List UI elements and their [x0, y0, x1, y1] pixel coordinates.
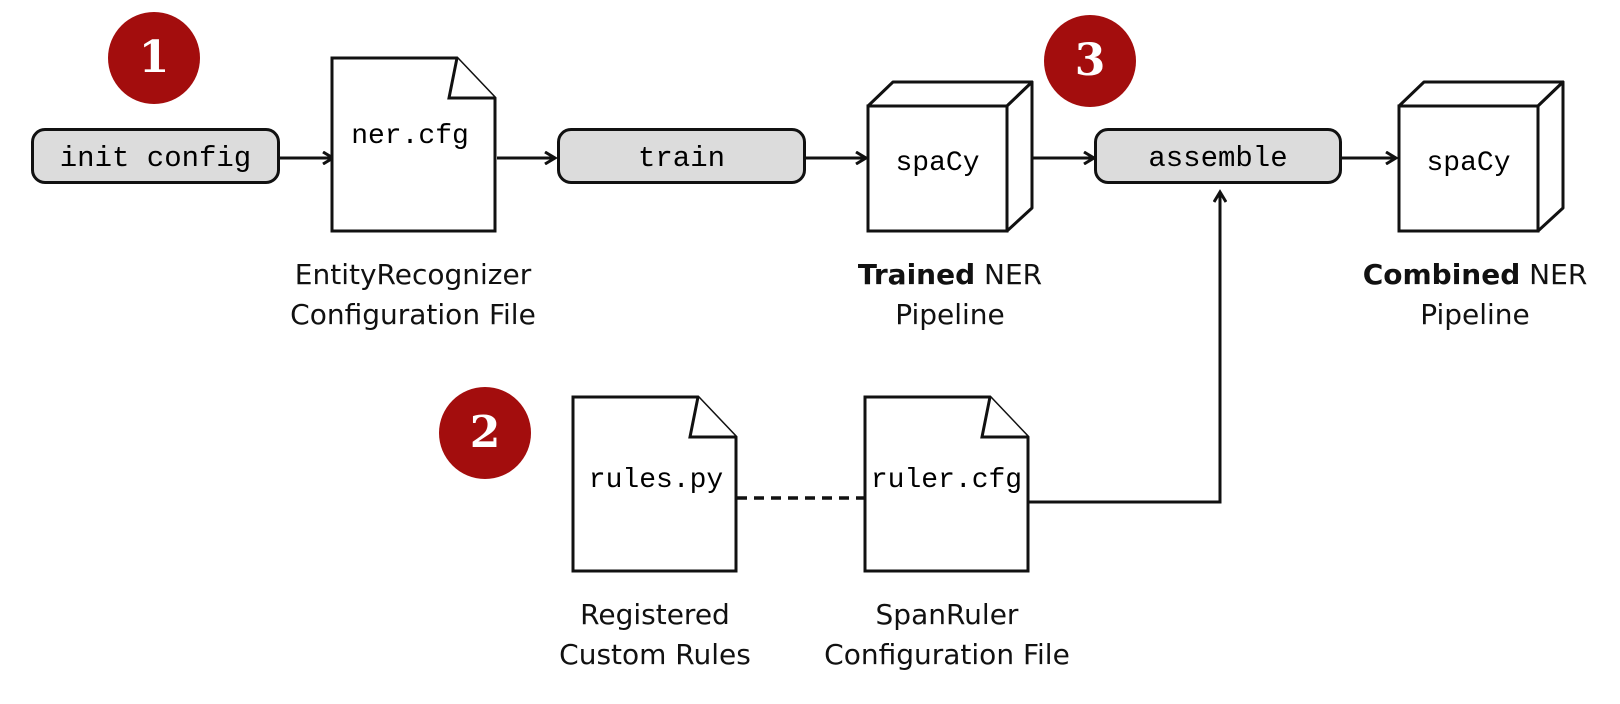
- rules-py-filename: rules.py: [588, 465, 724, 496]
- rules-caption-line1: Registered: [580, 598, 730, 631]
- rules-py-fold-icon: [688, 396, 736, 439]
- step-1-badge: 1: [108, 12, 200, 104]
- assemble-command[interactable]: assemble: [1094, 128, 1342, 184]
- train-command[interactable]: train: [557, 128, 806, 184]
- combined-caption-rest: NER: [1520, 258, 1588, 291]
- ner-cfg-caption: EntityRecognizer Configuration File: [263, 255, 563, 335]
- step-2-badge: 2: [439, 387, 531, 479]
- combined-spacy-label: spaCy: [1426, 148, 1511, 179]
- arrow-rulercfg-to-assemble: [1029, 192, 1220, 504]
- combined-caption-line1: Combined NER: [1330, 255, 1620, 295]
- trained-caption-rest: NER: [975, 258, 1043, 291]
- ner-cfg-file-icon: [330, 56, 497, 233]
- trained-caption-bold: Trained: [857, 258, 976, 291]
- ner-cfg-caption-line1: EntityRecognizer: [294, 258, 532, 291]
- init-config-command[interactable]: init config: [31, 128, 280, 184]
- combined-caption-line2: Pipeline: [1420, 298, 1530, 331]
- ruler-caption-line2: Configuration File: [824, 638, 1070, 671]
- combined-caption-bold: Combined: [1362, 258, 1521, 291]
- ruler-cfg-file-icon: [863, 395, 1030, 573]
- ruler-cfg-filename: ruler.cfg: [870, 465, 1023, 496]
- combined-spacy-cube-icon: [1397, 80, 1565, 233]
- combined-pipeline-caption: Combined NER Pipeline: [1330, 255, 1620, 335]
- ner-cfg-caption-line2: Configuration File: [290, 298, 536, 331]
- trained-spacy-label: spaCy: [895, 148, 980, 179]
- trained-caption-line1: Trained NER: [810, 255, 1090, 295]
- rules-caption-line2: Custom Rules: [559, 638, 751, 671]
- ner-cfg-fold-icon: [447, 57, 495, 100]
- ruler-caption-line1: SpanRuler: [875, 598, 1019, 631]
- trained-spacy-cube-icon: [866, 80, 1034, 233]
- rules-caption: Registered Custom Rules: [535, 595, 775, 675]
- step-3-badge: 3: [1044, 15, 1136, 107]
- ner-cfg-filename: ner.cfg: [351, 121, 469, 152]
- trained-pipeline-caption: Trained NER Pipeline: [810, 255, 1090, 335]
- trained-caption-line2: Pipeline: [895, 298, 1005, 331]
- ruler-cfg-fold-icon: [980, 396, 1028, 439]
- rules-py-file-icon: [571, 395, 738, 573]
- ruler-cfg-caption: SpanRuler Configuration File: [797, 595, 1097, 675]
